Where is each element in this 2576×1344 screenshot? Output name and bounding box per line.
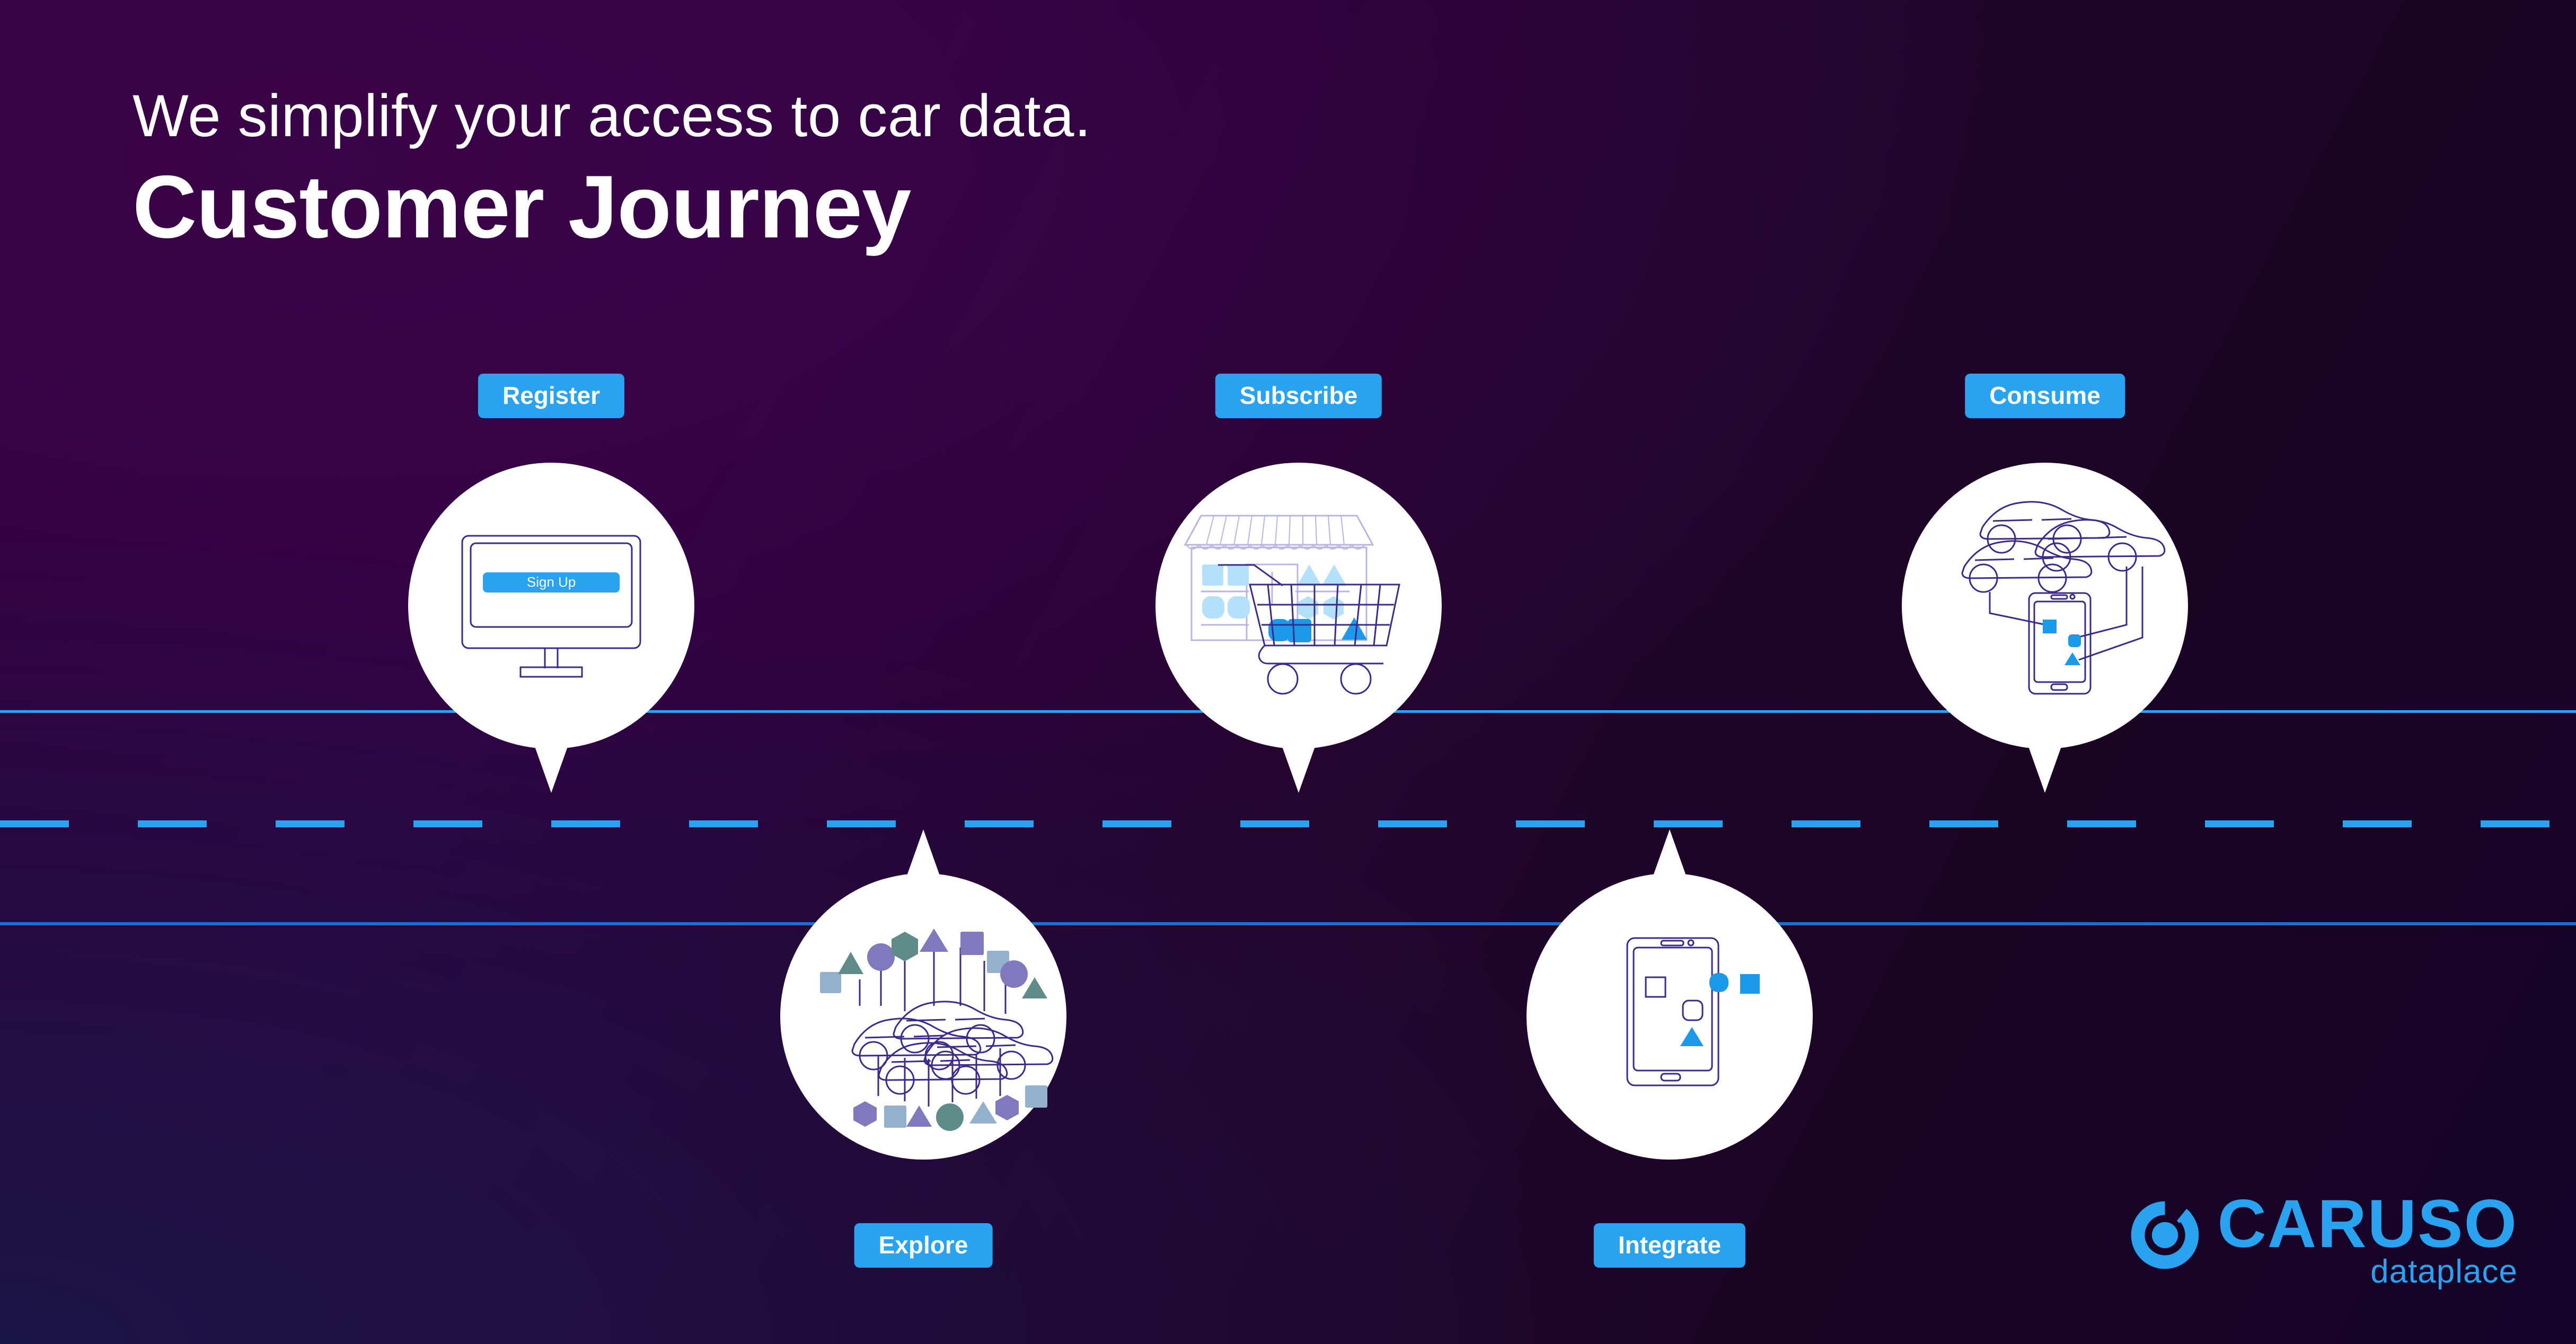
step-bubble-subscribe <box>1155 463 1442 749</box>
cars-smartphone-icon <box>1961 501 2166 695</box>
step-bubble-integrate <box>1527 873 1813 1160</box>
cars-datapoints-icon <box>820 929 1054 1131</box>
road-center-dashed-line <box>0 820 2576 827</box>
pin-tail-subscribe <box>1276 730 1321 793</box>
caruso-circle-mark <box>2131 1201 2199 1269</box>
step-bubble-consume <box>1902 463 2188 749</box>
step-badge-register[interactable]: Register <box>478 374 625 418</box>
step-bubble-register: Sign Up <box>408 463 694 749</box>
smartphone-shapes-icon <box>1626 937 1760 1086</box>
svg-text:Sign Up: Sign Up <box>527 574 576 590</box>
header-block: We simplify your access to car data. Cus… <box>133 85 1091 255</box>
logo-wordmark: CARUSO dataplace <box>2217 1186 2518 1290</box>
step-badge-explore[interactable]: Explore <box>854 1223 993 1268</box>
road-edge-line-bottom <box>0 922 2576 925</box>
caruso-dataplace-logo[interactable]: CARUSO dataplace <box>2127 1186 2518 1290</box>
monitor-signup-icon: Sign Up <box>461 535 641 678</box>
pin-tail-register <box>529 730 574 793</box>
pin-tail-consume <box>2023 730 2067 793</box>
step-pin-subscribe[interactable]: Subscribe <box>1155 374 1442 793</box>
step-pin-register[interactable]: Register Sign Up <box>408 374 694 793</box>
step-pin-explore[interactable]: Explore <box>780 829 1066 1268</box>
logo-name: CARUSO <box>2217 1186 2518 1262</box>
page-subtitle: We simplify your access to car data. <box>133 83 1091 149</box>
step-pin-integrate[interactable]: Integrate <box>1527 829 1813 1268</box>
step-badge-integrate[interactable]: Integrate <box>1593 1223 1746 1268</box>
logo-tagline: dataplace <box>2370 1253 2518 1290</box>
step-badge-consume[interactable]: Consume <box>1965 374 2125 418</box>
step-pin-consume[interactable]: Consume <box>1902 374 2188 793</box>
shop-cart-icon <box>1184 515 1400 695</box>
step-bubble-explore <box>780 873 1066 1160</box>
page-title: Customer Journey <box>133 156 911 257</box>
step-badge-subscribe[interactable]: Subscribe <box>1215 374 1382 418</box>
